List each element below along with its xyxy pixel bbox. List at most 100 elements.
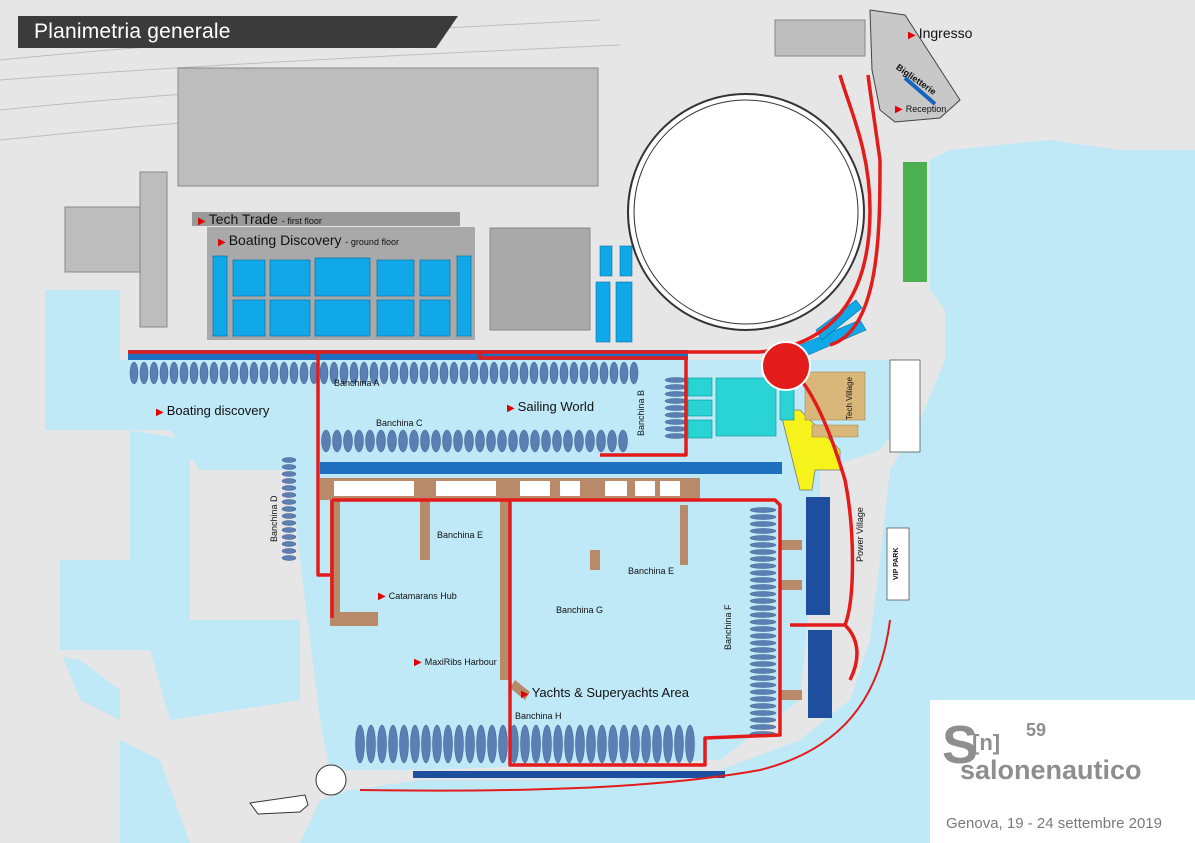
heliport	[315, 764, 347, 796]
boat	[519, 361, 529, 385]
boat	[749, 521, 777, 527]
boat	[281, 464, 297, 470]
boat	[439, 361, 449, 385]
boat	[549, 361, 559, 385]
boat	[281, 506, 297, 512]
vip-park-area	[886, 527, 910, 601]
stands-tan	[804, 371, 866, 438]
tech-trade-hall	[192, 212, 460, 226]
boat	[749, 717, 777, 723]
boat	[219, 361, 229, 385]
maxiribs-harbour-label: ▶MaxiRibs Harbour	[414, 657, 497, 668]
boat	[749, 514, 777, 520]
boat	[589, 361, 599, 385]
boating-discovery-hall-label: ▶Boating Discovery - ground floor	[218, 232, 399, 248]
boat	[289, 361, 299, 385]
visitor-route	[128, 74, 882, 767]
boat	[409, 361, 419, 385]
banchina-c-label: Banchina C	[376, 418, 423, 428]
boat	[387, 429, 397, 453]
boat	[259, 361, 269, 385]
boat	[459, 361, 469, 385]
boat	[664, 377, 688, 383]
land-west-lower	[0, 650, 120, 843]
boat	[685, 724, 695, 764]
boat	[664, 398, 688, 404]
meeting-point	[761, 341, 811, 391]
boat	[319, 361, 329, 385]
boat	[169, 361, 179, 385]
boat	[476, 724, 486, 764]
boat	[531, 724, 541, 764]
boat	[421, 724, 431, 764]
boat	[159, 361, 169, 385]
boat	[508, 429, 518, 453]
boat	[354, 429, 364, 453]
boat	[486, 429, 496, 453]
boat	[749, 563, 777, 569]
boat	[608, 724, 618, 764]
boat	[129, 361, 139, 385]
boat	[369, 361, 379, 385]
boat	[339, 361, 349, 385]
stands-sailing-world	[687, 377, 795, 439]
boat	[199, 361, 209, 385]
boat	[279, 361, 289, 385]
parking-block	[889, 359, 921, 453]
moored-ship	[249, 794, 309, 815]
boat	[749, 549, 777, 555]
title-bar: Planimetria generale	[18, 16, 458, 48]
banchina-h-label: Banchina H	[515, 711, 562, 721]
boat	[563, 429, 573, 453]
boat	[519, 429, 529, 453]
logo-edition: 59	[1026, 720, 1047, 740]
jetty-south	[413, 771, 725, 778]
boats	[129, 361, 777, 764]
boat	[489, 361, 499, 385]
boat	[664, 433, 688, 439]
boat	[475, 429, 485, 453]
banchina-b-label: Banchina B	[636, 389, 646, 436]
boat	[469, 361, 479, 385]
green-area	[903, 162, 927, 282]
boat	[139, 361, 149, 385]
boat	[664, 419, 688, 425]
boat	[239, 361, 249, 385]
boat	[618, 429, 628, 453]
boat	[454, 724, 464, 764]
logo-letter: S	[942, 715, 979, 775]
boat	[749, 584, 777, 590]
boat	[281, 499, 297, 505]
banchina-e-left-label: Banchina E	[437, 530, 484, 540]
boat	[432, 724, 442, 764]
boat	[749, 591, 777, 597]
building-warehouse	[177, 67, 599, 187]
boat	[229, 361, 239, 385]
boat	[619, 361, 629, 385]
boat	[343, 429, 353, 453]
boat	[596, 429, 606, 453]
boat	[664, 426, 688, 432]
boat	[509, 361, 519, 385]
boat	[419, 361, 429, 385]
entrance-label: ▶Ingresso	[908, 25, 973, 41]
banchina-e-right-label: Banchina E	[628, 566, 675, 576]
yachts-area-label: ▶Yachts & Superyachts Area	[521, 685, 689, 700]
banchina-a-label: Banchina A	[334, 378, 380, 388]
boat	[664, 412, 688, 418]
boat	[479, 361, 489, 385]
jetty-mid	[320, 462, 782, 474]
boat	[541, 429, 551, 453]
logo-name: salonenautico	[960, 755, 1142, 785]
reception-label: ▶Reception	[895, 104, 947, 115]
boat	[749, 668, 777, 674]
boat	[149, 361, 159, 385]
boat	[365, 429, 375, 453]
boat	[749, 703, 777, 709]
boat	[487, 724, 497, 764]
boat	[497, 429, 507, 453]
building-west-tower	[139, 171, 168, 328]
boat	[281, 527, 297, 533]
coast-road	[359, 619, 891, 792]
boat	[569, 361, 579, 385]
